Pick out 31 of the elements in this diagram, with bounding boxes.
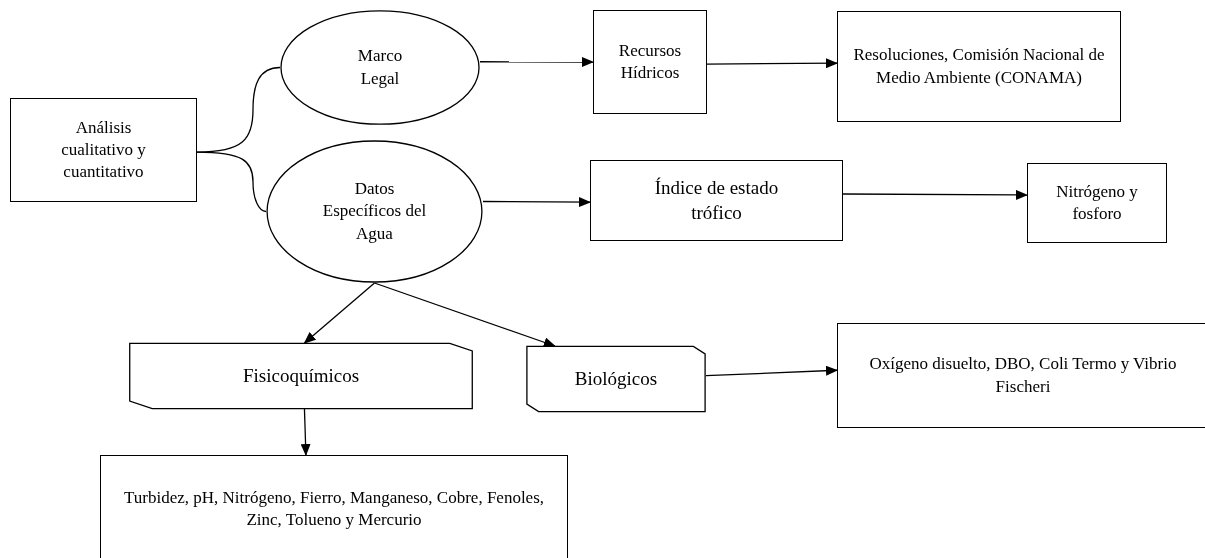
node-label: Recursos Hídricos (617, 39, 683, 84)
process-box (837, 11, 1121, 122)
process-box (590, 160, 843, 241)
arrow (373, 282, 556, 348)
process-box (100, 455, 568, 558)
arrow (303, 282, 376, 344)
snipped-corner-box (128, 343, 474, 409)
node-label: Datos Específicos del Agua (321, 178, 428, 245)
node-label: Índice de estado trófico (653, 175, 780, 225)
node-label: Nitrógeno y fosforo (1055, 180, 1139, 225)
node-label: Oxígeno disuelto, DBO, Coli Termo y Vibrio Fischeri (868, 353, 1178, 398)
arrow (706, 58, 838, 69)
arrow (479, 57, 594, 67)
process-box (10, 98, 197, 202)
node-label: Biológicos (574, 366, 658, 391)
arrow (300, 408, 311, 456)
node-label: Marco Legal (356, 45, 404, 90)
arrow (482, 197, 591, 208)
node-label: Resoluciones, Comisión Nacional de Medio Ambiente (CONAMA) (852, 44, 1106, 89)
ellipse-node (280, 10, 480, 125)
arrow (705, 365, 838, 377)
process-box (837, 323, 1205, 428)
node-label: Análisis cualitativo y cuantitativo (60, 116, 147, 184)
process-box (1027, 163, 1167, 243)
node-label: Fisicoquímicos (242, 363, 360, 388)
brace-connector (196, 151, 267, 213)
process-box (593, 10, 707, 114)
snipped-corner-box (526, 346, 706, 412)
node-label: Turbidez, pH, Nitrógeno, Fierro, Manganeso, Cobre, Fenoles, Zinc, Tolueno y Mercurio (122, 486, 546, 531)
arrow (842, 189, 1028, 200)
ellipse-node (266, 140, 483, 283)
